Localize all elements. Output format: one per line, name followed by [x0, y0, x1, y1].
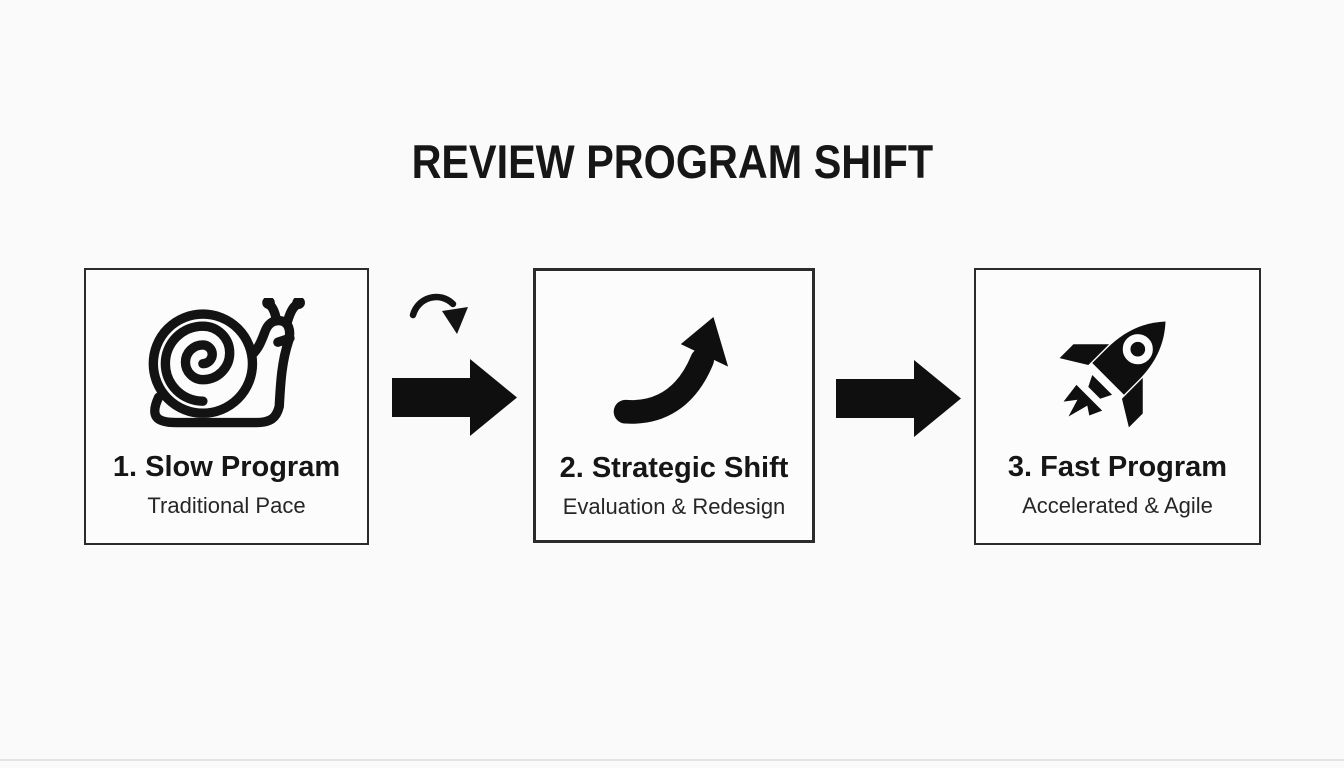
page-title: REVIEW PROGRAM SHIFT	[0, 134, 1344, 189]
step-box-strategic-shift: 2. Strategic Shift Evaluation & Redesign	[533, 268, 815, 543]
page-title-text: REVIEW PROGRAM SHIFT	[411, 135, 933, 189]
step-sublabel: Evaluation & Redesign	[562, 493, 786, 519]
right-arrow-icon	[392, 359, 517, 436]
step-label: 2. Strategic Shift	[559, 452, 789, 484]
step-label: 1. Slow Program	[112, 451, 341, 483]
snail-icon	[138, 294, 316, 444]
step-box-slow-program: 1. Slow Program Traditional Pace	[84, 268, 369, 545]
right-arrow-icon	[836, 360, 961, 437]
step-box-fast-program: 3. Fast Program Accelerated & Agile	[974, 268, 1261, 545]
rocket-icon	[1048, 294, 1188, 444]
bottom-divider-line	[0, 759, 1344, 761]
curved-growth-arrow-icon	[612, 295, 736, 445]
step-sublabel: Traditional Pace	[147, 492, 306, 518]
step-label: 3. Fast Program	[1007, 451, 1228, 483]
curved-hop-arrow-icon	[408, 291, 472, 349]
step-sublabel: Accelerated & Agile	[1022, 492, 1213, 518]
